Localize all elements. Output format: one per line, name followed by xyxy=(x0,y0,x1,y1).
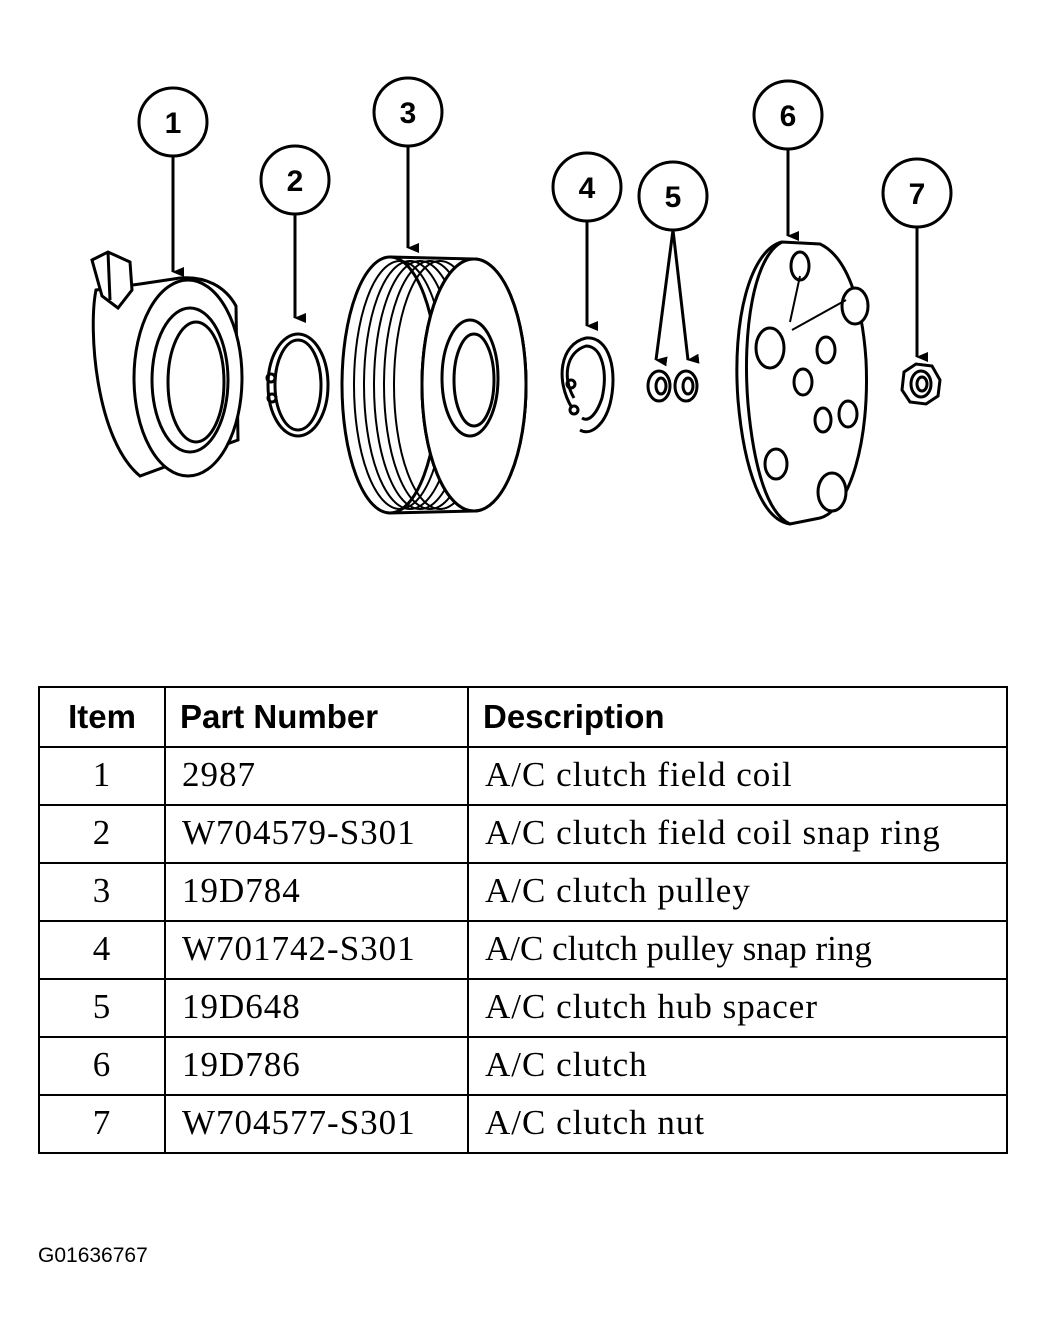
table-row: 4 W701742-S301 A/C clutch pulley snap ri… xyxy=(38,920,1008,980)
header-description: Description xyxy=(467,686,1008,748)
field-coil-snap-ring-part xyxy=(265,332,330,438)
pulley-part xyxy=(340,255,528,515)
callout-1: 1 xyxy=(137,86,209,158)
header-item: Item xyxy=(38,686,166,748)
table-row: 6 19D786 A/C clutch xyxy=(38,1036,1008,1096)
clutch-plate-part xyxy=(735,240,870,526)
description-cell: A/C clutch hub spacer xyxy=(467,978,1008,1038)
exploded-parts-diagram: 1 2 3 4 5 6 7 xyxy=(90,76,953,526)
parts-table: Item Part Number Description 1 2987 A/C … xyxy=(38,686,1008,1154)
part-number-cell: 19D784 xyxy=(164,862,469,922)
description-cell: A/C clutch field coil snap ring xyxy=(467,804,1008,864)
hub-spacer-part xyxy=(646,369,699,403)
description-cell: A/C clutch pulley xyxy=(467,862,1008,922)
part-number-cell: 19D648 xyxy=(164,978,469,1038)
callout-4: 4 xyxy=(551,151,623,223)
part-number-cell: W704577-S301 xyxy=(164,1094,469,1154)
svg-text:7: 7 xyxy=(909,178,926,211)
item-cell: 5 xyxy=(38,978,166,1038)
table-row: 2 W704579-S301 A/C clutch field coil sna… xyxy=(38,804,1008,864)
description-cell: A/C clutch xyxy=(467,1036,1008,1096)
item-cell: 6 xyxy=(38,1036,166,1096)
callout-2: 2 xyxy=(259,144,331,216)
svg-text:5: 5 xyxy=(665,181,682,214)
table-row: 1 2987 A/C clutch field coil xyxy=(38,746,1008,806)
description-cell: A/C clutch field coil xyxy=(467,746,1008,806)
leader-arrows xyxy=(171,146,928,367)
svg-text:4: 4 xyxy=(579,172,596,205)
part-number-cell: 19D786 xyxy=(164,1036,469,1096)
table-header-row: Item Part Number Description xyxy=(38,686,1008,748)
svg-text:6: 6 xyxy=(780,100,797,133)
callout-6: 6 xyxy=(752,79,824,151)
table-row: 5 19D648 A/C clutch hub spacer xyxy=(38,978,1008,1038)
svg-text:2: 2 xyxy=(287,165,304,198)
callout-5: 5 xyxy=(637,160,709,232)
part-number-cell: 2987 xyxy=(164,746,469,806)
description-cell: A/C clutch pulley snap ring xyxy=(467,920,1008,980)
part-number-cell: W701742-S301 xyxy=(164,920,469,980)
svg-text:1: 1 xyxy=(165,107,182,140)
item-cell: 3 xyxy=(38,862,166,922)
item-cell: 4 xyxy=(38,920,166,980)
item-cell: 2 xyxy=(38,804,166,864)
part-number-cell: W704579-S301 xyxy=(164,804,469,864)
callout-7: 7 xyxy=(881,157,953,229)
description-cell: A/C clutch nut xyxy=(467,1094,1008,1154)
table-row: 7 W704577-S301 A/C clutch nut xyxy=(38,1094,1008,1154)
callout-3: 3 xyxy=(372,76,444,148)
pulley-snap-ring-part xyxy=(560,336,615,434)
clutch-nut-part xyxy=(900,362,942,406)
header-part-number: Part Number xyxy=(164,686,469,748)
item-cell: 7 xyxy=(38,1094,166,1154)
field-coil-part xyxy=(90,250,244,478)
figure-id: G01636767 xyxy=(38,1244,148,1267)
item-cell: 1 xyxy=(38,746,166,806)
table-row: 3 19D784 A/C clutch pulley xyxy=(38,862,1008,922)
svg-text:3: 3 xyxy=(400,97,417,130)
